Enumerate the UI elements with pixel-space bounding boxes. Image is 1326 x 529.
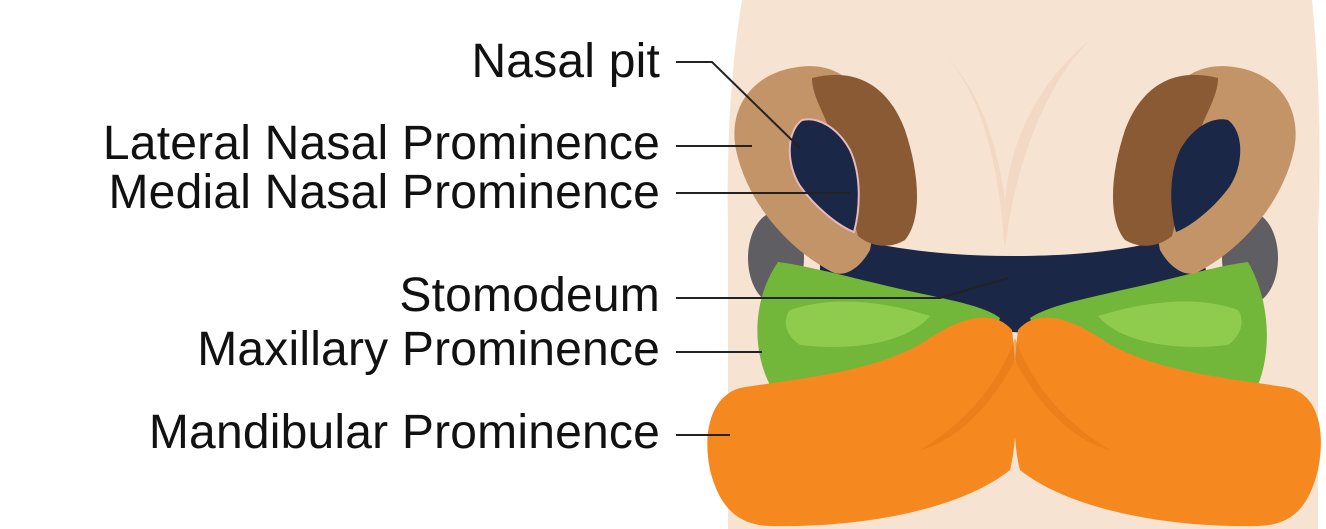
label-nasal-pit: Nasal pit <box>471 38 660 86</box>
label-maxillary-prominence: Maxillary Prominence <box>197 326 660 374</box>
label-mandibular-prominence: Mandibular Prominence <box>149 409 660 457</box>
label-stomodeum: Stomodeum <box>399 272 660 320</box>
label-lateral-nasal-prominence: Lateral Nasal Prominence <box>103 120 660 168</box>
label-medial-nasal-prominence: Medial Nasal Prominence <box>108 169 660 217</box>
